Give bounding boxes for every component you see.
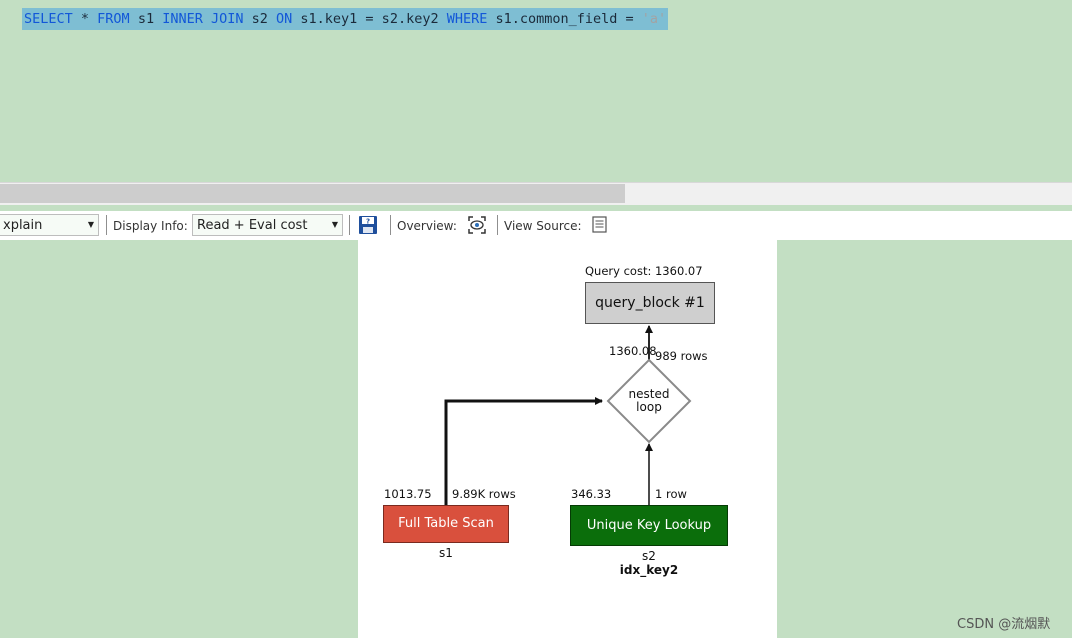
- watermark: CSDN @流烟默: [957, 617, 1051, 632]
- display-info-label: Display Info:: [113, 219, 188, 233]
- view-source-label: View Source:: [504, 219, 582, 233]
- full-table-scan-node[interactable]: Full Table Scan: [383, 505, 509, 543]
- sql-text: [203, 11, 211, 27]
- sql-text: s1.common_field =: [487, 11, 642, 27]
- sql-keyword: WHERE: [446, 11, 488, 27]
- view-mode-select[interactable]: xplain ▼: [0, 214, 99, 236]
- nested-loop-rows: 989 rows: [655, 349, 708, 363]
- query-block-node[interactable]: query_block #1: [585, 282, 715, 324]
- s1-cost: 1013.75: [384, 487, 432, 501]
- toolbar-divider: [390, 215, 391, 235]
- sql-string-literal: 'a': [641, 11, 667, 27]
- sql-editor[interactable]: SELECT * FROM s1 INNER JOIN s2 ON s1.key…: [0, 0, 1072, 182]
- edge-s1-to-nested-loop: [444, 397, 603, 505]
- sql-keyword: INNER: [162, 11, 203, 27]
- display-info-value: Read + Eval cost: [197, 218, 308, 233]
- sql-keyword: SELECT: [24, 11, 73, 27]
- toolbar-divider: [106, 215, 107, 235]
- s2-cost: 346.33: [571, 487, 612, 501]
- view-mode-value: xplain: [3, 218, 43, 233]
- unique-key-lookup-node[interactable]: Unique Key Lookup: [570, 505, 728, 546]
- overview-icon[interactable]: [467, 215, 487, 235]
- sql-keyword: FROM: [97, 11, 130, 27]
- sql-text: s1: [129, 11, 163, 27]
- s1-table-name: s1: [439, 546, 453, 560]
- save-icon[interactable]: ?: [358, 215, 378, 235]
- nested-loop-label-line1: nested: [628, 387, 670, 401]
- svg-text:?: ?: [366, 218, 370, 226]
- view-source-icon[interactable]: [590, 215, 610, 235]
- full-table-scan-label: Full Table Scan: [398, 516, 494, 531]
- toolbar-divider: [349, 215, 350, 235]
- sql-text: s2: [243, 11, 277, 27]
- visual-explain-canvas[interactable]: Query cost: 1360.07 query_block #1 1360.…: [358, 240, 777, 638]
- sql-query-line[interactable]: SELECT * FROM s1 INNER JOIN s2 ON s1.key…: [22, 8, 669, 30]
- sql-keyword: ON: [276, 11, 293, 27]
- display-info-select[interactable]: Read + Eval cost ▼: [192, 214, 343, 236]
- unique-key-lookup-label: Unique Key Lookup: [586, 518, 712, 533]
- nested-loop-label-line2: loop: [636, 400, 662, 414]
- chevron-down-icon[interactable]: ▼: [331, 220, 339, 229]
- scrollbar-thumb[interactable]: [0, 184, 625, 203]
- s2-rows: 1 row: [655, 487, 687, 501]
- sql-text: *: [72, 11, 98, 27]
- overview-label: Overview:: [397, 219, 457, 233]
- query-block-label: query_block #1: [595, 295, 705, 311]
- nested-loop-diamond: [606, 358, 692, 444]
- s1-rows: 9.89K rows: [452, 487, 516, 501]
- toolbar-divider: [497, 215, 498, 235]
- sql-text: s1.key1 = s2.key2: [292, 11, 447, 27]
- diagram-connectors: [444, 325, 692, 505]
- query-cost-label: Query cost: 1360.07: [585, 264, 703, 278]
- chevron-down-icon[interactable]: ▼: [87, 220, 95, 229]
- nested-loop-cost: 1360.08: [609, 344, 657, 358]
- s2-table-name: s2: [642, 549, 656, 563]
- s2-key-name: idx_key2: [619, 563, 679, 577]
- horizontal-scrollbar[interactable]: [0, 182, 1072, 205]
- sql-keyword: JOIN: [210, 11, 244, 27]
- explain-toolbar: xplain ▼ Display Info: Read + Eval cost …: [0, 211, 1072, 240]
